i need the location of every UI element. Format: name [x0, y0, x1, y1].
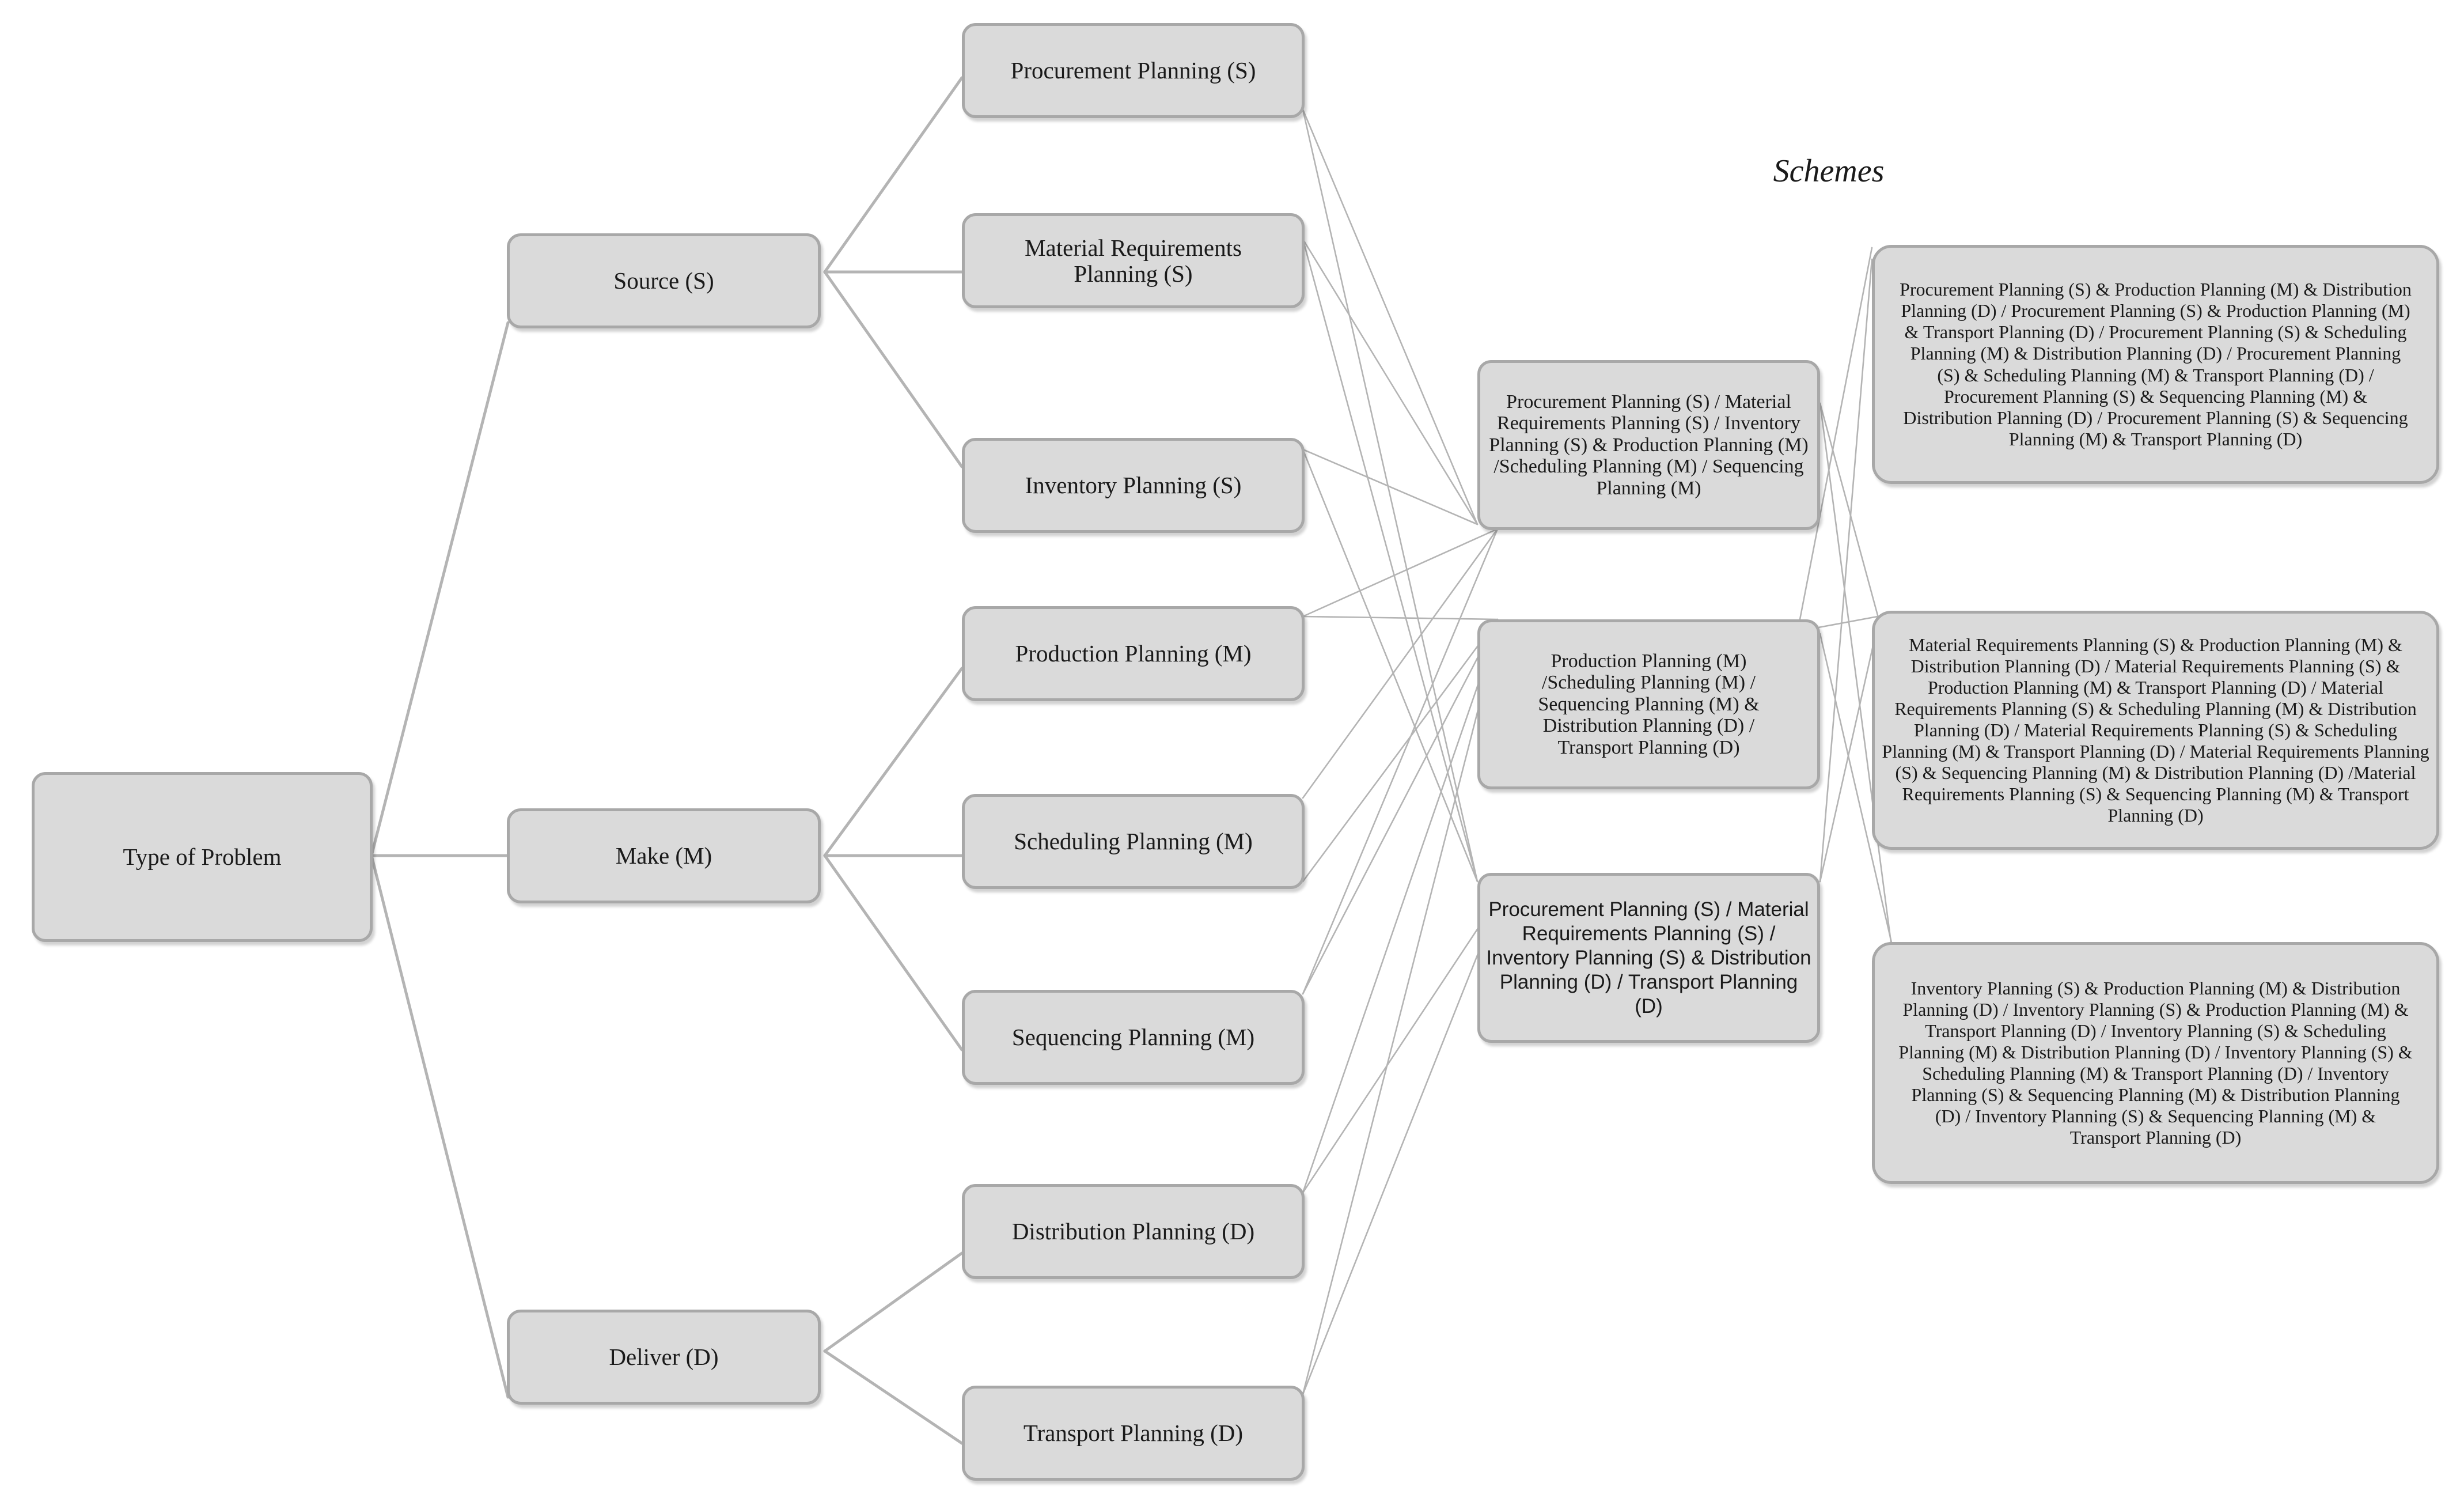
connector-s2-c1 — [1799, 247, 1873, 621]
combination-node-3: Inventory Planning (S) & Production Plan… — [1872, 942, 2439, 1184]
scheme-node-1: Procurement Planning (S) / Material Requ… — [1477, 360, 1820, 530]
connector-inventory-s3 — [1302, 448, 1479, 883]
connector-distribution-s2 — [1302, 627, 1499, 1194]
connector-production-s1 — [1302, 528, 1499, 618]
connector-s3-c1 — [1819, 258, 1873, 883]
planning-node-sequencing: Sequencing Planning (M) — [962, 990, 1305, 1085]
connector-scheduling-s1 — [1302, 528, 1499, 799]
planning-node-transport: Transport Planning (D) — [962, 1386, 1305, 1481]
connector-s3-c2 — [1819, 624, 1879, 883]
connector-procurement-s1 — [1302, 108, 1479, 525]
connector-deliver-transport — [823, 1349, 964, 1445]
category-node-make: Make (M) — [507, 808, 821, 903]
planning-node-distribution: Distribution Planning (D) — [962, 1184, 1305, 1279]
connector-distribution-s3 — [1302, 898, 1499, 1194]
connector-deliver-distribution — [823, 1251, 964, 1353]
connector-sequencing-s2 — [1302, 618, 1499, 995]
connector-transport-s3 — [1302, 903, 1499, 1395]
category-node-deliver: Deliver (D) — [507, 1310, 821, 1405]
planning-node-inventory: Inventory Planning (S) — [962, 438, 1305, 533]
planning-node-scheduling: Scheduling Planning (M) — [962, 794, 1305, 889]
connector-root-source — [370, 321, 510, 857]
connector-s2-c3 — [1819, 633, 1893, 946]
connector-production-s2 — [1302, 615, 1499, 621]
connector-s1-c3 — [1819, 402, 1893, 952]
planning-node-mrp: Material Requirements Planning (S) — [962, 213, 1305, 308]
connector-mrp-s3 — [1302, 238, 1479, 883]
scheme-node-3: Procurement Planning (S) / Material Requ… — [1477, 873, 1820, 1043]
connector-root-deliver — [370, 854, 510, 1399]
connector-sequencing-s1 — [1302, 528, 1499, 995]
connector-source-procurement — [823, 76, 964, 274]
schemes-title: Schemes — [1773, 153, 1885, 189]
category-node-source: Source (S) — [507, 233, 821, 328]
connector-make-production — [823, 667, 964, 857]
combination-node-1: Procurement Planning (S) & Production Pl… — [1872, 245, 2439, 484]
connector-source-inventory — [823, 270, 964, 468]
connector-scheduling-s2 — [1302, 618, 1499, 883]
connector-procurement-s3 — [1302, 108, 1479, 883]
planning-node-production: Production Planning (M) — [962, 606, 1305, 701]
root-node-type-of-problem: Type of Problem — [32, 772, 373, 942]
combination-node-2: Material Requirements Planning (S) & Pro… — [1872, 611, 2439, 850]
connector-make-sequencing — [823, 854, 964, 1051]
connector-transport-s2 — [1302, 633, 1499, 1395]
scheme-node-2: Production Planning (M) /Scheduling Plan… — [1477, 619, 1820, 789]
connector-mrp-s1 — [1302, 238, 1479, 525]
planning-to-scheme-connectors — [1302, 108, 1499, 1395]
hierarchy-connectors — [370, 76, 964, 1445]
planning-node-procurement: Procurement Planning (S) — [962, 23, 1305, 118]
connector-inventory-s1 — [1302, 448, 1479, 525]
